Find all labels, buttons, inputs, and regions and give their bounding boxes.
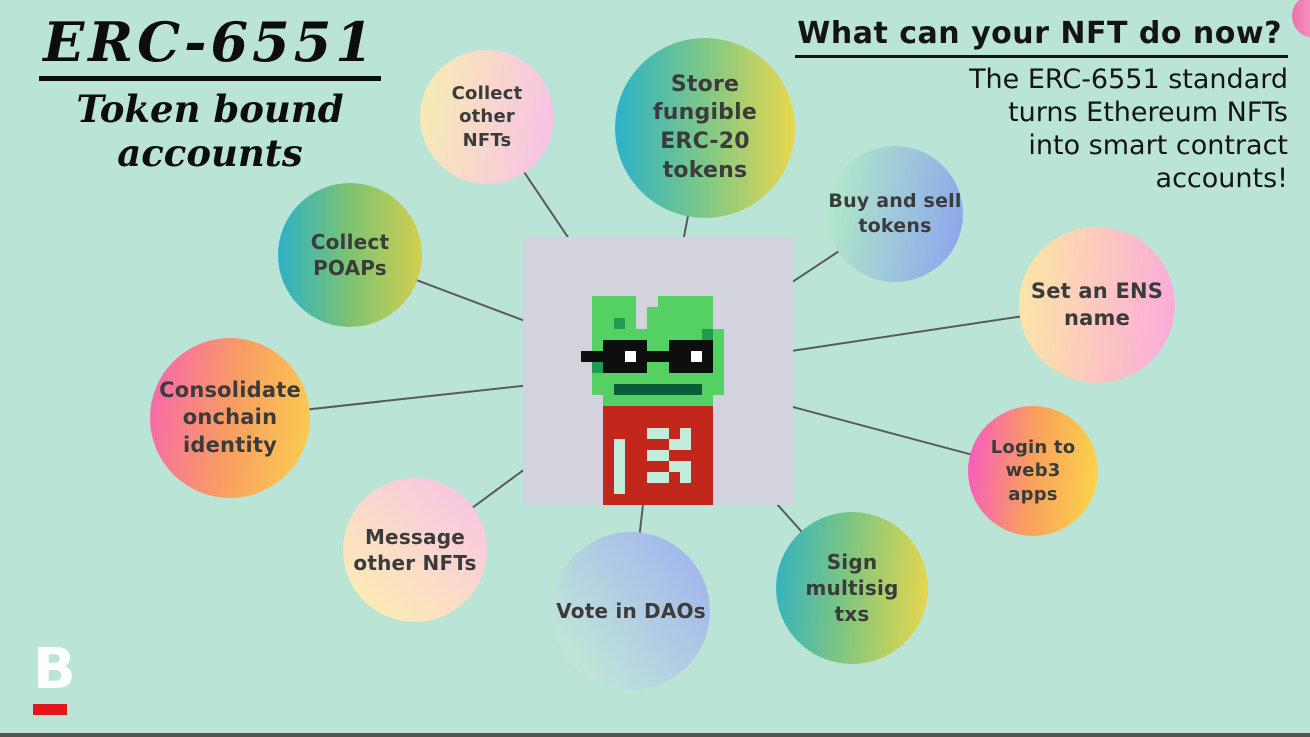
bubble-label: Sign multisig txs [805, 550, 899, 626]
pixel-toad-nft-image [581, 296, 735, 505]
bubble-label: Consolidate onchain identity [159, 378, 301, 457]
bubble-set-an-ens-name: Set an ENS name [1019, 227, 1175, 383]
bubble-label: Buy and sell tokens [828, 190, 962, 237]
bubble-label: Set an ENS name [1030, 278, 1164, 330]
corner-accent-circle [1292, 0, 1310, 38]
bubble-label: Message other NFTs [353, 525, 477, 575]
page-title-block: ERC-6551 Token bound accounts [28, 14, 392, 175]
page-subtitle: Token bound accounts [76, 86, 344, 176]
bubble-label: Store fungible ERC-20 tokens [653, 71, 757, 183]
bubble-label: Vote in DAOs [556, 599, 706, 623]
bubble-buy-and-sell-tokens: Buy and sell tokens [827, 146, 963, 282]
bubble-message-other-nfts: Message other NFTs [343, 478, 487, 622]
headline-line-3: into smart contract [1028, 129, 1288, 161]
bubble-collect-poaps: Collect POAPs [278, 183, 422, 327]
page-title: ERC-6551 [39, 14, 381, 81]
headline-line-2: turns Ethereum NFTs [1008, 96, 1288, 128]
bubble-label: Login to web3 apps [990, 436, 1076, 505]
logo-underline [33, 704, 67, 715]
bubble-label: Collect other NFTs [451, 82, 523, 151]
nft-image-square [523, 237, 793, 505]
bubble-label: Collect POAPs [310, 230, 390, 280]
bubble-login-to-web3-apps: Login to web3 apps [968, 406, 1098, 536]
headline-block: What can your NFT do now? The ERC-6551 s… [795, 16, 1288, 196]
bubble-consolidate-onchain-identity: Consolidate onchain identity [150, 338, 310, 498]
bubble-vote-in-daos: Vote in DAOs [552, 532, 710, 690]
headline-line-4: accounts! [1155, 162, 1288, 194]
headline-question: What can your NFT do now? [795, 16, 1288, 58]
bubble-collect-other-nfts: Collect other NFTs [420, 50, 554, 184]
bankless-logo: B [33, 637, 76, 715]
bottom-edge-bar [0, 733, 1310, 737]
headline-line-1: The ERC-6551 standard [969, 64, 1288, 95]
bubble-store-fungible-erc20-tokens: Store fungible ERC-20 tokens [615, 38, 795, 218]
bubble-sign-multisig-txs: Sign multisig txs [776, 512, 928, 664]
logo-letter: B [33, 637, 76, 702]
